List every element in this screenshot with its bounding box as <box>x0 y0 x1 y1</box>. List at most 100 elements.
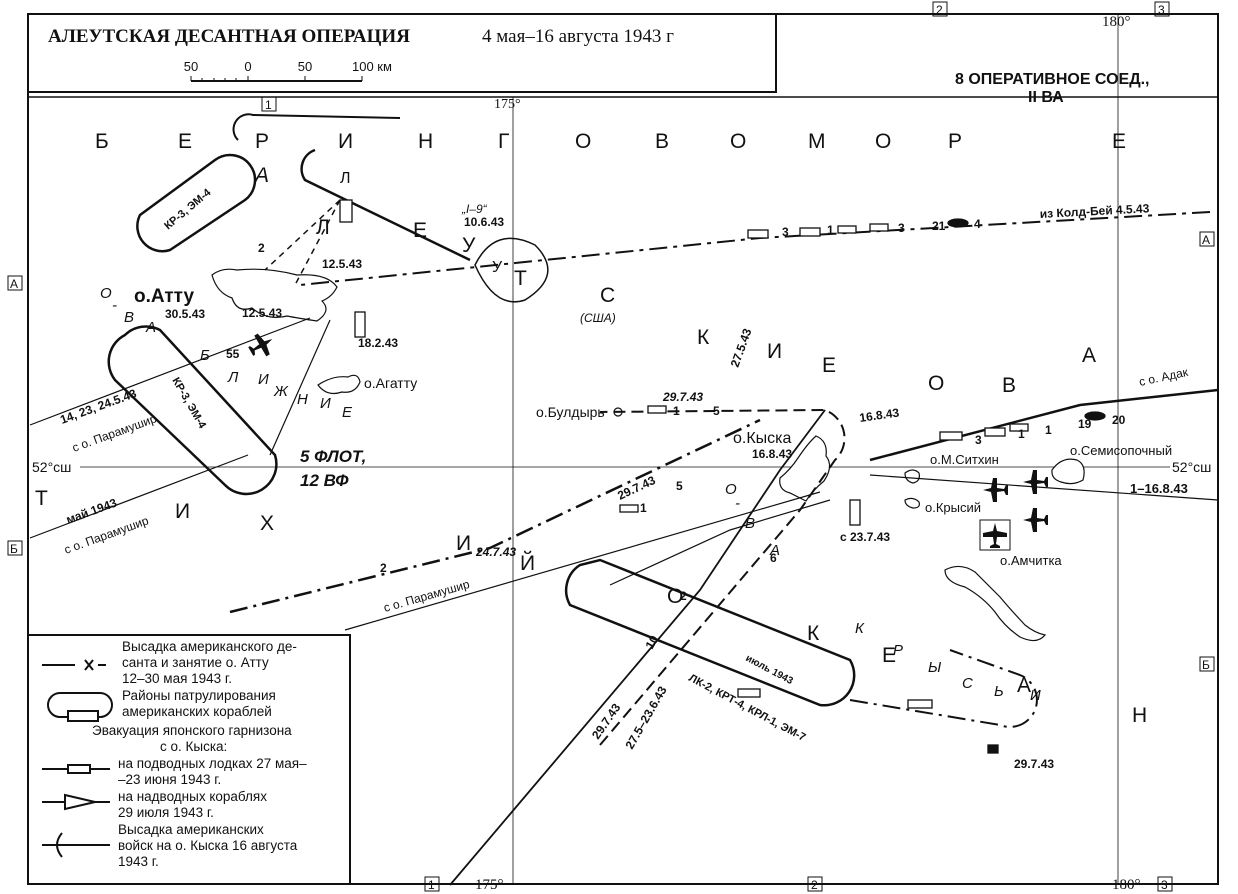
svg-text:И: И <box>258 371 269 388</box>
lon-180-label: 180° <box>1102 14 1131 30</box>
group-l-label: Л <box>340 170 351 187</box>
formation-label: 8 ОПЕРАТИВНОЕ СОЕД., <box>955 71 1150 88</box>
little-sitkin-label: о.М.Ситхин <box>930 452 999 467</box>
grid-cell-3: 3 <box>1158 3 1165 17</box>
legend-item-kiska-landing: Высадка американских <box>118 822 264 837</box>
svg-text:американских кораблей: американских кораблей <box>122 704 272 719</box>
svg-text:С: С <box>600 284 615 307</box>
svg-text:Р: Р <box>255 130 269 153</box>
grid-cell-2: 2 <box>936 3 943 17</box>
count-cold-bay: 4 <box>974 217 981 231</box>
patrol-area-nw <box>136 153 257 253</box>
scale-bar: 50 0 50 100 км <box>184 59 392 82</box>
svg-text:У: У <box>462 234 476 257</box>
count-adak: 1 <box>1018 427 1025 441</box>
date-10-6: 10.6.43 <box>464 215 504 229</box>
svg-text:Е: Е <box>413 219 427 242</box>
grid-cell-3-bottom: 3 <box>1161 878 1168 892</box>
lat-52-label-right: 52°сш <box>1172 459 1211 475</box>
count-cold-bay: 3 <box>782 225 789 239</box>
svg-text:-: - <box>735 495 740 512</box>
agattu-island <box>317 374 361 395</box>
svg-text:В: В <box>745 515 755 532</box>
svg-text:А: А <box>769 542 780 559</box>
svg-text:Р: Р <box>948 130 962 153</box>
svg-text:С: С <box>962 675 973 692</box>
svg-text:Е: Е <box>178 130 192 153</box>
little-sitkin-island <box>904 469 920 484</box>
route-attu-dashed <box>264 199 341 286</box>
patrol-area-north <box>300 148 471 262</box>
map-title: АЛЕУТСКАЯ ДЕСАНТНАЯ ОПЕРАЦИЯ <box>48 26 410 47</box>
route-north-kiska <box>449 409 826 886</box>
count-cold-bay: 3 <box>898 221 905 235</box>
svg-text:О: О <box>100 285 112 302</box>
rat-island <box>904 497 920 509</box>
svg-text:Е: Е <box>1112 130 1126 153</box>
aircraft-icon <box>244 328 1048 551</box>
route-paramushir-2 <box>29 454 249 539</box>
fleet-label: 5 ФЛОТ, <box>300 447 366 466</box>
formation-label-line2: II ВА <box>1028 89 1064 106</box>
legend: Высадка американского де- санта и заняти… <box>27 634 351 885</box>
patrol-areas <box>107 113 856 707</box>
legend-item-attu: Высадка американского де- <box>122 639 297 654</box>
svg-text:О: О <box>667 585 683 608</box>
svg-text:Ы: Ы <box>928 659 942 676</box>
svg-text:А: А <box>145 319 156 336</box>
date-29-7: 29.7.43 <box>662 390 703 404</box>
svg-text:Т: Т <box>35 487 48 510</box>
svg-text:Л: Л <box>227 369 239 386</box>
svg-text:А: А <box>1082 344 1096 367</box>
svg-text:О: О <box>725 481 737 498</box>
patrol-west-label: КР-3, ЭМ-4 <box>169 376 208 432</box>
date-from-23-7: с 23.7.43 <box>840 530 890 544</box>
count-1: 1 <box>640 501 647 515</box>
legend-item-surface-ships: на надводных кораблях <box>118 789 267 804</box>
kiska-label: о.Кыска <box>733 430 792 447</box>
svg-text:Е: Е <box>342 404 353 421</box>
route-dashdot-se <box>849 649 1038 728</box>
route-d-line <box>609 499 831 586</box>
svg-text:К: К <box>807 622 820 645</box>
route-cold-bay <box>299 211 1211 286</box>
svg-text:В: В <box>1002 374 1016 397</box>
svg-text:В: В <box>124 309 134 326</box>
svg-text:Е: Е <box>882 644 896 667</box>
svg-text:Г: Г <box>498 130 509 153</box>
buldyr-label: о.Булдырь <box>536 404 605 420</box>
date-27-5-23-6: 27.5–23.6.43 <box>622 684 669 752</box>
route-paramushir-1 <box>29 317 311 426</box>
group-u-label: У <box>492 259 503 276</box>
submarine-i1-9-label: „I–9“ <box>461 202 488 216</box>
patrol-area-south <box>564 558 856 707</box>
patrol-loop-east <box>474 237 549 303</box>
svg-text:1943 г.: 1943 г. <box>118 854 159 869</box>
fleet-label-line2: 12 ВФ <box>300 471 349 490</box>
date-12-5: 12.5.43 <box>242 306 282 320</box>
ship-markers <box>339 199 1106 754</box>
grid-row-b: Б <box>10 542 18 556</box>
legend-symbols <box>42 659 113 858</box>
date-18-2: 18.2.43 <box>358 336 398 350</box>
scale-tick: 0 <box>244 59 251 74</box>
from-cold-bay-label: из Колд-Бей 4.5.43 <box>1039 201 1150 221</box>
svg-text:О: О <box>730 130 746 153</box>
count-6: 6 <box>770 551 777 565</box>
svg-text:К: К <box>855 620 865 637</box>
count-5: 5 <box>713 404 720 418</box>
count-adak: 20 <box>1112 413 1126 427</box>
july-1943-label: июль 1943 <box>744 653 795 687</box>
svg-text:29 июля 1943 г.: 29 июля 1943 г. <box>118 805 214 820</box>
svg-text:войск на о. Кыска 16 августа: войск на о. Кыска 16 августа <box>118 838 298 853</box>
count-10: 10 <box>642 633 661 652</box>
route-paramushir-3 <box>344 491 821 631</box>
svg-text:Б: Б <box>95 130 109 153</box>
svg-text:О: О <box>875 130 891 153</box>
pacific-ocean-label: ТИ ХИ ЙО КЕ АН 24.7.43 <box>35 487 1147 727</box>
amchitka-island <box>944 565 1047 642</box>
aleutian-islands-label: А Л Е У Т С К И Е О В А (США) <box>253 164 1096 397</box>
usa-label: (США) <box>580 311 616 325</box>
count-55: 55 <box>226 347 240 361</box>
